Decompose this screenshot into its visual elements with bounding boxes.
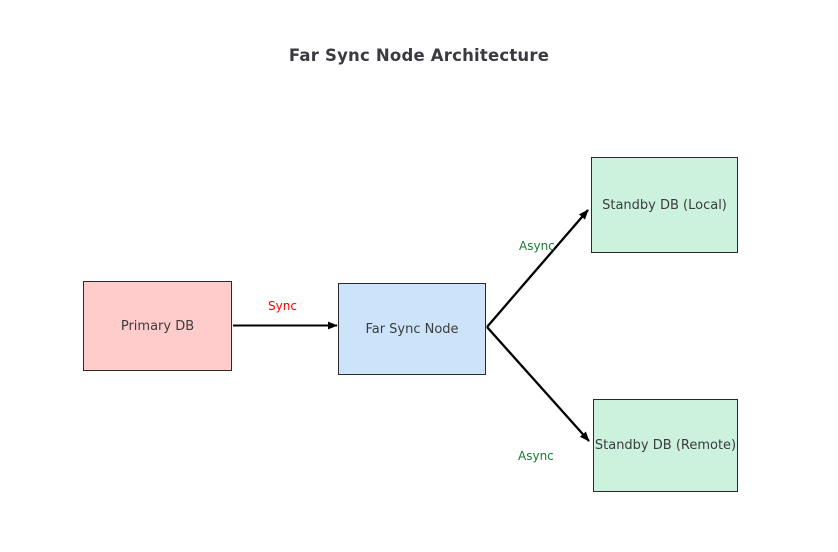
node-standby-db-local[interactable]: Standby DB (Local) <box>591 157 738 253</box>
node-standby-db-remote-label: Standby DB (Remote) <box>594 438 737 453</box>
node-far-sync-node[interactable]: Far Sync Node <box>338 283 486 375</box>
node-primary-db-label: Primary DB <box>120 318 195 334</box>
edge-label-sync: Sync <box>268 299 297 313</box>
edge-farsync-to-standby-local <box>486 209 589 328</box>
node-primary-db[interactable]: Primary DB <box>83 281 232 371</box>
edge-label-async-remote: Async <box>518 449 554 463</box>
page-title: Far Sync Node Architecture <box>288 46 550 65</box>
node-standby-db-remote[interactable]: Standby DB (Remote) <box>593 399 738 492</box>
node-standby-db-local-label: Standby DB (Local) <box>602 197 727 213</box>
edge-farsync-to-standby-remote <box>486 326 590 442</box>
edge-label-async-local: Async <box>519 239 555 253</box>
node-far-sync-node-label: Far Sync Node <box>365 321 459 337</box>
